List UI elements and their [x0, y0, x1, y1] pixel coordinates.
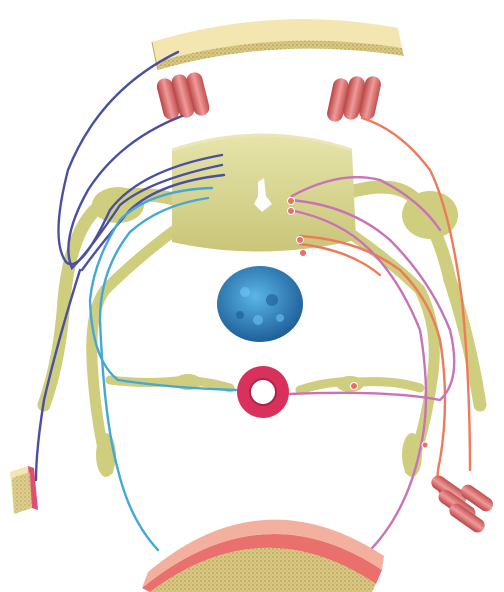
aorta [237, 366, 289, 418]
ventral-muscle-right [429, 473, 496, 535]
vertebral-body [217, 266, 303, 342]
ventral-skin-arc [142, 520, 384, 592]
lateral-skin-slab-left [10, 466, 38, 514]
dorsal-muscle-left [155, 71, 211, 122]
dorsal-muscle-right [326, 75, 383, 123]
spinal-cord [172, 135, 356, 252]
dorsal-skin-slab [152, 19, 404, 70]
